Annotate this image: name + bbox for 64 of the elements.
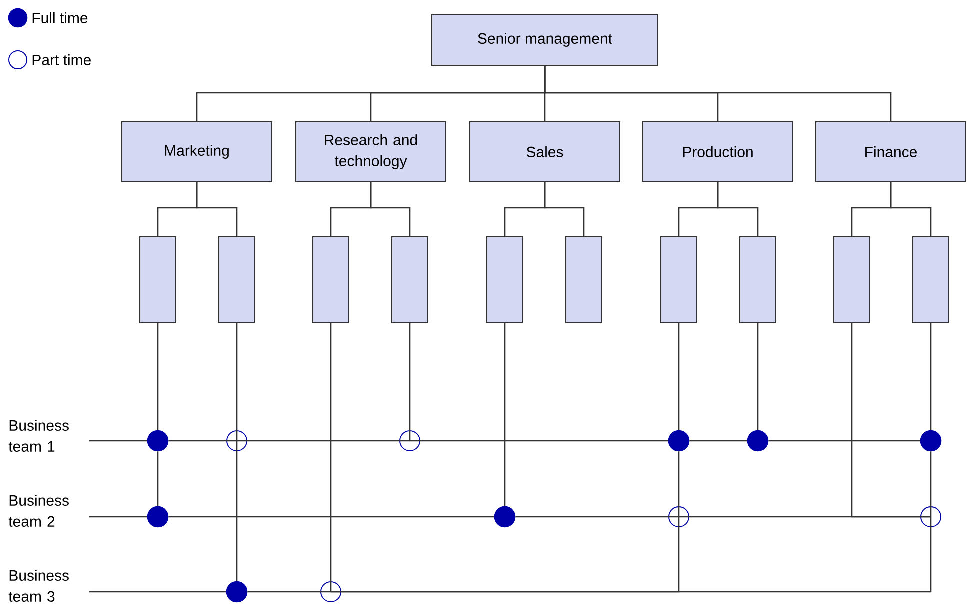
connector-line (516, 516, 679, 518)
position-box (392, 236, 428, 324)
connector-line (237, 440, 410, 442)
legend-label: Part time (32, 54, 91, 66)
connector-line (157, 324, 159, 430)
position-box (140, 236, 176, 324)
full-time-dot (147, 506, 169, 528)
team-label: Business team 3 (8, 570, 69, 602)
department-box: Research and technology (296, 122, 446, 182)
position-box (834, 236, 870, 324)
connector-line (331, 517, 932, 593)
connector-line (890, 182, 932, 236)
connector-line (717, 182, 759, 236)
connector-line (757, 324, 759, 430)
position-box (218, 236, 256, 324)
connector-line (196, 182, 238, 236)
department-box: Sales (470, 122, 620, 182)
team-label: Business team 2 (8, 494, 69, 527)
connector-line (851, 324, 931, 518)
connector-line (168, 516, 494, 518)
position-box (660, 236, 698, 324)
full-time-dot (747, 430, 769, 452)
connector-line (168, 440, 237, 442)
connector-line (930, 324, 932, 430)
connector-line (678, 324, 680, 430)
connector-line (330, 324, 332, 592)
connector-line (544, 66, 892, 122)
management-box: Senior management (432, 14, 658, 66)
connector-line (410, 440, 668, 442)
connector-line (690, 440, 748, 442)
connector-line (89, 591, 226, 593)
part-time-circle (668, 506, 690, 528)
part-time-circle (226, 430, 248, 452)
connector-line (370, 182, 411, 236)
connector-line (89, 440, 148, 442)
team-label: Business team 1 (8, 420, 69, 452)
position-box (566, 236, 602, 324)
connector-line (236, 324, 238, 441)
full-time-dot (226, 581, 248, 603)
position-box (912, 236, 950, 324)
position-box (312, 236, 350, 324)
full-time-dot (668, 430, 690, 452)
department-box: Production (642, 122, 794, 182)
connector-line (768, 440, 920, 442)
connector-line (504, 324, 506, 506)
full-time-dot (920, 430, 942, 452)
connector-line (678, 452, 680, 517)
part-time-circle (920, 506, 942, 528)
connector-line (236, 441, 238, 582)
position-box (740, 236, 776, 324)
full-time-dot (147, 430, 169, 452)
connector-line (544, 182, 585, 236)
connector-line (157, 452, 159, 506)
connector-line (89, 516, 148, 518)
legend-label: Full time (32, 12, 88, 24)
position-box (486, 236, 524, 324)
connector-line (248, 591, 331, 593)
connector-line (409, 324, 411, 441)
connector-line (930, 452, 932, 517)
department-box: Marketing (122, 122, 272, 182)
full-time-dot (494, 506, 516, 528)
part-time-circle (400, 430, 420, 452)
department-box: Finance (816, 122, 966, 182)
part-time-circle (320, 582, 342, 602)
